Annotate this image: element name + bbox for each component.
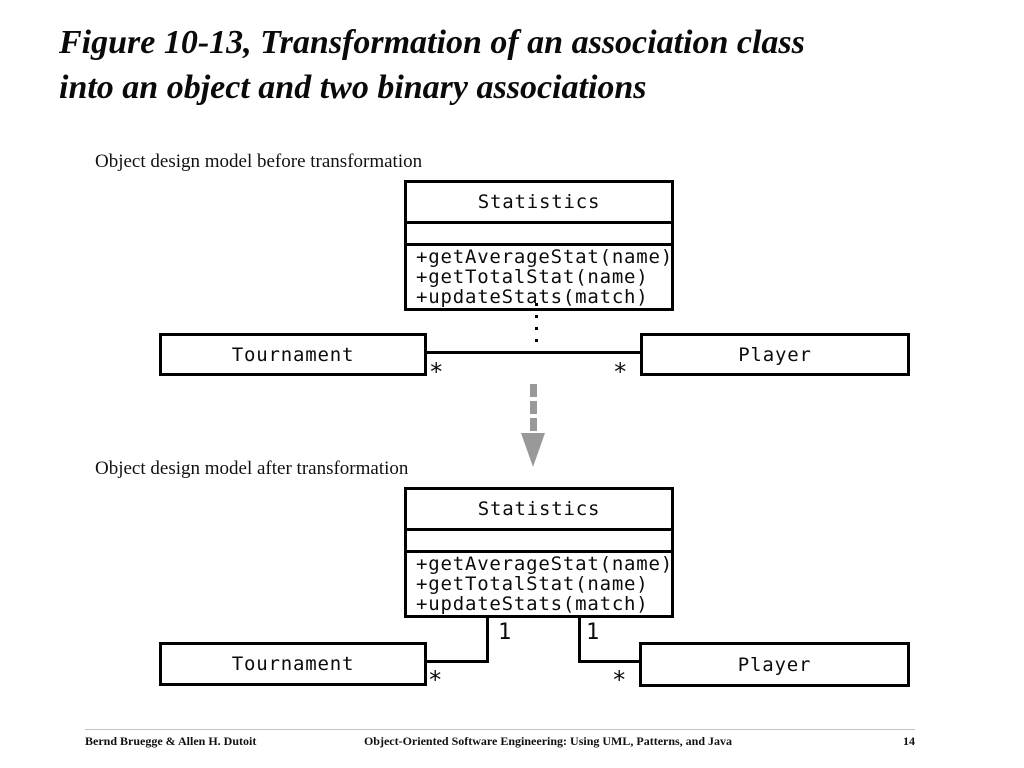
operation-updateStats: +updateStats(match) [416,286,649,308]
statistics-player-link-vertical [578,618,581,663]
footer-page-number: 14 [903,734,915,748]
association-class-dotted-link [535,303,538,356]
before-transformation-label: Object design model before transformatio… [95,151,423,172]
tournament-class-name: Tournament [231,653,355,675]
operation-getTotalStat: +getTotalStat(name) [416,266,649,288]
footer-authors: Bernd Bruegge & Allen H. Dutoit [85,734,257,748]
multiplicity-star-player-after: * [612,666,627,694]
multiplicity-star-player-before: * [613,358,628,386]
statistics-class-after: Statistics +getAverageStat(name) +getTot… [404,487,674,618]
statistics-class-name: Statistics [477,191,601,213]
statistics-player-link-horizontal [578,660,643,663]
transformation-arrow-head [521,433,545,467]
tournament-class-after: Tournament [159,642,427,686]
slide-title-line2: into an object and two binary associatio… [59,69,647,106]
statistics-class-before: Statistics +getAverageStat(name) +getTot… [404,180,674,311]
after-transformation-label: Object design model after transformation [95,458,409,479]
player-class-name: Player [737,653,812,676]
slide-title: Figure 10-13, Transformation of an assoc… [59,20,989,110]
multiplicity-star-tournament-before: * [429,358,444,386]
statistics-operations-compartment: +getAverageStat(name) +getTotalStat(name… [407,550,674,615]
association-line-before [427,351,640,354]
multiplicity-one-player-after: 1 [586,620,600,645]
statistics-attributes-compartment [407,221,671,243]
footer-divider [85,729,915,730]
tournament-class-before: Tournament [159,333,427,376]
transformation-arrow-shaft [530,384,537,433]
statistics-attributes-compartment [407,528,671,550]
player-class-before: Player [640,333,910,376]
player-class-after: Player [639,642,910,687]
operation-getAverageStat: +getAverageStat(name) [416,246,674,268]
footer-book-title: Object-Oriented Software Engineering: Us… [363,734,733,748]
multiplicity-star-tournament-after: * [428,666,443,694]
statistics-tournament-link-horizontal [427,660,489,663]
statistics-tournament-link-vertical [486,618,489,663]
statistics-class-name: Statistics [477,498,601,520]
player-class-name: Player [738,343,812,366]
operation-getTotalStat: +getTotalStat(name) [416,573,649,595]
operation-updateStats: +updateStats(match) [416,593,649,615]
operation-getAverageStat: +getAverageStat(name) [416,553,674,575]
statistics-operations-compartment: +getAverageStat(name) +getTotalStat(name… [407,243,674,308]
multiplicity-one-tournament-after: 1 [498,620,512,645]
slide-title-line1: Figure 10-13, Transformation of an assoc… [59,24,805,61]
tournament-class-name: Tournament [231,343,355,366]
